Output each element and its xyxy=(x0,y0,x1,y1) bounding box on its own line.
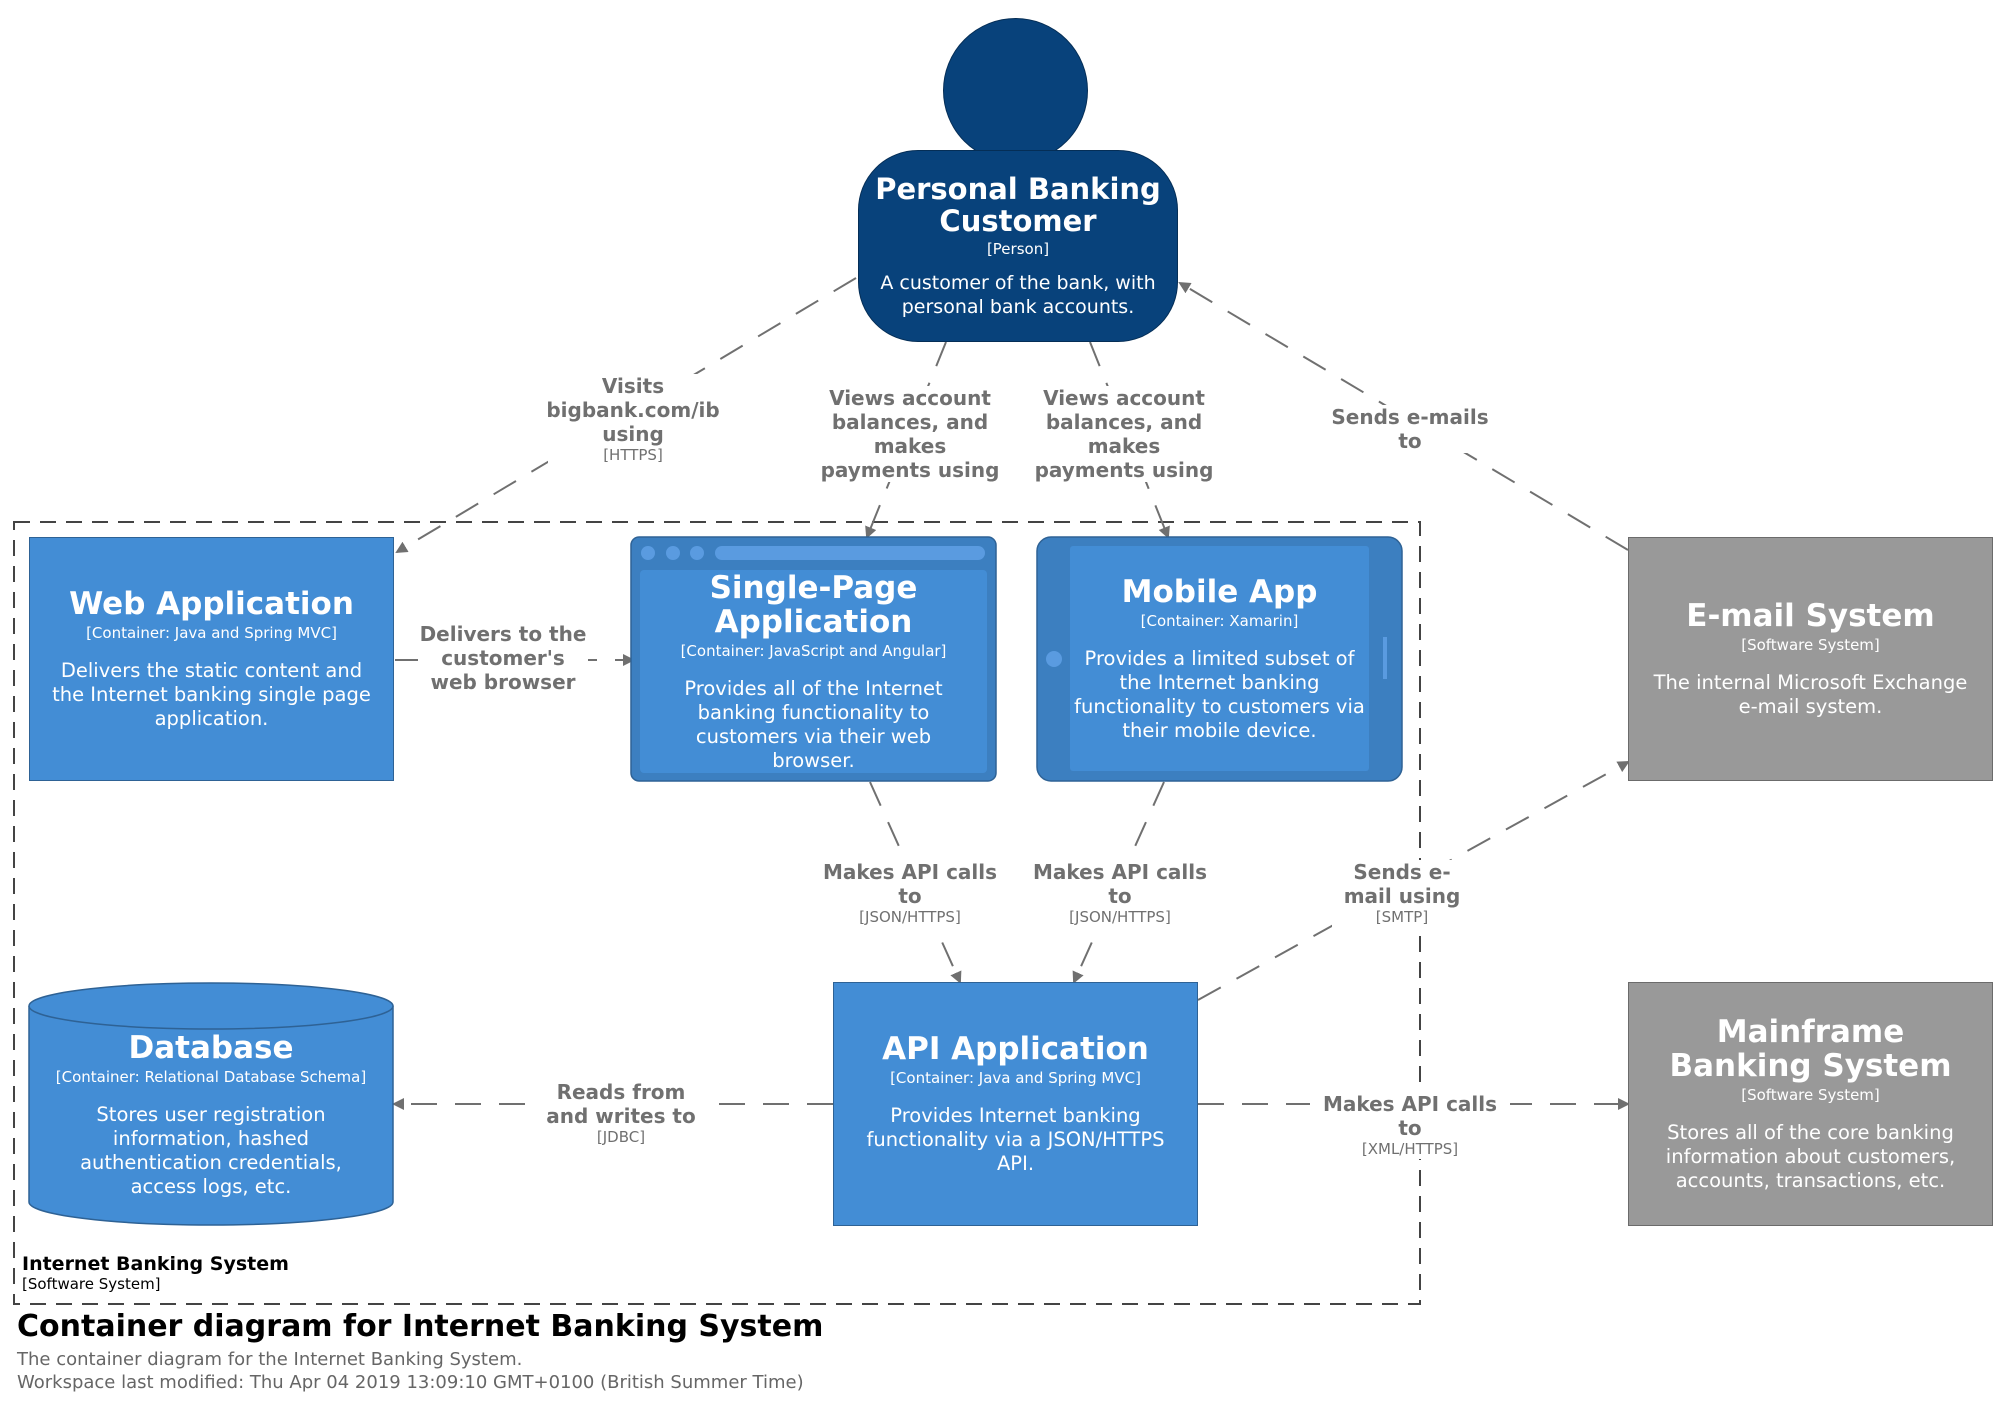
diagram-last-modified: Workspace last modified: Thu Apr 04 2019… xyxy=(17,1372,804,1393)
person-type: [Person] xyxy=(986,240,1050,258)
rel-views-spa-text: Views account balances, and makes paymen… xyxy=(820,386,1000,482)
rel-send-email-text: Sends e-mail using xyxy=(1343,860,1461,908)
container-mobile-app[interactable]: Mobile App [Container: Xamarin] Provides… xyxy=(1062,546,1377,771)
browser-dot-3 xyxy=(690,546,704,560)
rel-spa-api-text: Makes API calls to xyxy=(822,860,998,908)
rel-reads-label: Reads from and writes to [JDBC] xyxy=(533,1080,709,1147)
rel-visits-label: Visits bigbank.com/ib using [HTTPS] xyxy=(546,374,720,465)
container-database[interactable]: Database [Container: Relational Database… xyxy=(29,1030,393,1200)
rel-mobile-api-label: Makes API calls to [JSON/HTTPS] xyxy=(1025,860,1215,927)
container-web-application[interactable]: Web Application [Container: Java and Spr… xyxy=(29,537,394,781)
database-title: Database xyxy=(128,1030,294,1066)
boundary-type: [Software System] xyxy=(22,1275,161,1293)
api-title: API Application xyxy=(882,1031,1149,1067)
boundary-title: Internet Banking System xyxy=(22,1253,289,1275)
tablet-button xyxy=(1046,651,1062,667)
rel-sends-emails-label: Sends e-mails to xyxy=(1322,405,1498,453)
rel-reads-text: Reads from and writes to xyxy=(546,1080,696,1128)
mobile-title: Mobile App xyxy=(1121,573,1318,610)
spa-title: Single-Page Application xyxy=(709,569,918,640)
diagram-description: The container diagram for the Internet B… xyxy=(17,1349,523,1370)
container-api-application[interactable]: API Application [Container: Java and Spr… xyxy=(833,982,1198,1226)
rel-mobile-api-tech: [JSON/HTTPS] xyxy=(1069,908,1171,926)
rel-views-spa-label: Views account balances, and makes paymen… xyxy=(818,386,1002,482)
rel-send-email-tech: [SMTP] xyxy=(1375,908,1429,926)
email-type: [Software System] xyxy=(1741,636,1880,654)
rel-spa-api-label: Makes API calls to [JSON/HTTPS] xyxy=(815,860,1005,927)
diagram-title: Container diagram for Internet Banking S… xyxy=(17,1309,824,1344)
rel-delivers-label: Delivers to the customer's web browser xyxy=(418,622,588,694)
web-app-title: Web Application xyxy=(69,586,354,622)
database-type: [Container: Relational Database Schema] xyxy=(55,1068,367,1086)
person-body-shape xyxy=(858,150,1178,342)
api-type: [Container: Java and Spring MVC] xyxy=(890,1069,1141,1087)
person-description: A customer of the bank, with personal ba… xyxy=(880,272,1156,318)
rel-mainframe-tech: [XML/HTTPS] xyxy=(1361,1140,1459,1158)
browser-dot-2 xyxy=(666,546,680,560)
external-email-system[interactable]: E-mail System [Software System] The inte… xyxy=(1628,537,1993,781)
external-mainframe-banking-system[interactable]: Mainframe Banking System [Software Syste… xyxy=(1628,982,1993,1226)
browser-dot-1 xyxy=(641,546,655,560)
browser-frame-shape xyxy=(630,536,997,782)
database-description: Stores user registration information, ha… xyxy=(80,1103,342,1198)
rel-sends-emails-text: Sends e-mails to xyxy=(1331,405,1489,453)
email-description: The internal Microsoft Exchange e-mail s… xyxy=(1653,671,1968,718)
email-title: E-mail System xyxy=(1686,598,1935,634)
rel-visits-text: Visits bigbank.com/ib using xyxy=(546,374,720,446)
rel-spa-api-tech: [JSON/HTTPS] xyxy=(859,908,961,926)
mobile-type: [Container: Xamarin] xyxy=(1140,611,1299,630)
person-title: Personal Banking Customer xyxy=(875,172,1161,238)
person-head-shape xyxy=(943,18,1088,163)
web-app-description: Delivers the static content and the Inte… xyxy=(52,659,371,730)
rel-reads-tech: [JDBC] xyxy=(596,1128,646,1146)
mainframe-type: [Software System] xyxy=(1741,1086,1880,1104)
person-personal-banking-customer[interactable]: Personal Banking Customer [Person] A cus… xyxy=(868,160,1168,332)
rel-send-email-label: Sends e-mail using [SMTP] xyxy=(1332,860,1472,927)
rel-visits-tech: [HTTPS] xyxy=(603,446,663,464)
rel-mobile-api-text: Makes API calls to xyxy=(1032,860,1208,908)
diagram-footer: Container diagram for Internet Banking S… xyxy=(17,1310,823,1394)
rel-views-mobile-text: Views account balances, and makes paymen… xyxy=(1034,386,1214,482)
rel-delivers-text: Delivers to the customer's web browser xyxy=(419,622,587,694)
spa-description: Provides all of the Internet banking fun… xyxy=(684,676,943,772)
container-single-page-application[interactable]: Single-Page Application [Container: Java… xyxy=(640,570,987,773)
tablet-frame-shape xyxy=(1036,536,1403,782)
mainframe-description: Stores all of the core banking informati… xyxy=(1665,1121,1956,1192)
rel-views-mobile-label: Views account balances, and makes paymen… xyxy=(1032,386,1216,482)
rel-mainframe-label: Makes API calls to [XML/HTTPS] xyxy=(1310,1092,1510,1159)
spa-type: [Container: JavaScript and Angular] xyxy=(680,641,947,660)
mainframe-title: Mainframe Banking System xyxy=(1669,1014,1952,1084)
boundary-label: Internet Banking System [Software System… xyxy=(22,1253,289,1293)
api-description: Provides Internet banking functionality … xyxy=(866,1104,1165,1175)
database-cylinder xyxy=(28,982,394,1226)
rel-mainframe-text: Makes API calls to xyxy=(1322,1092,1498,1140)
mobile-description: Provides a limited subset of the Interne… xyxy=(1074,646,1365,742)
web-app-type: [Container: Java and Spring MVC] xyxy=(86,624,337,642)
